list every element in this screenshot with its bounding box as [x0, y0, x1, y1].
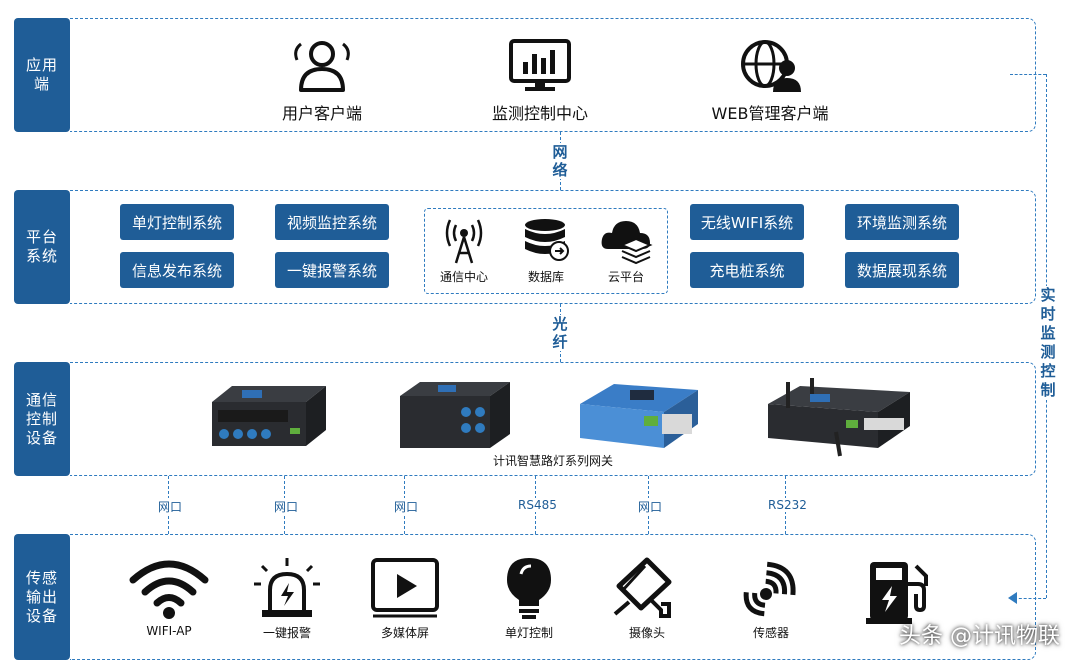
sensor-single-lamp: 单灯控制: [484, 556, 574, 641]
cloud-stack-icon: [601, 221, 653, 265]
wifi-icon: [129, 560, 209, 619]
system-wireless-wifi[interactable]: 无线WIFI系统: [690, 204, 804, 240]
center-database: 数据库: [511, 215, 581, 285]
system-data-display[interactable]: 数据展现系统: [845, 252, 959, 288]
sensor-sensor: 传感器: [726, 556, 816, 641]
system-charging-pile[interactable]: 充电桩系统: [690, 252, 804, 288]
center-comm-hub: 通信中心: [429, 215, 499, 285]
fiber-link-label: 光 纤: [551, 315, 569, 351]
sensing-layer: 传感 输出 设备 WIFI-AP 一键报警 多媒体屏: [14, 534, 1036, 660]
conn-label-4: RS485: [516, 498, 559, 512]
loop-arrow-icon: [1008, 592, 1017, 604]
loop-bottom-line: [1014, 598, 1046, 599]
net-link-label: 网 络: [551, 143, 569, 179]
platform-center-box: 通信中心 数据库 云平台: [424, 208, 668, 294]
gateway-device-2: [400, 382, 510, 448]
center-cloud-platform: 云平台: [591, 215, 661, 285]
system-info-publish[interactable]: 信息发布系统: [120, 252, 234, 288]
monitor-chart-icon: [509, 39, 571, 91]
system-video-monitor[interactable]: 视频监控系统: [275, 204, 389, 240]
comm-layer-label: 通信 控制 设备: [14, 362, 70, 476]
sensor-multimedia-screen: 多媒体屏: [360, 556, 450, 641]
conn-label-6: RS232: [766, 498, 809, 512]
conn-label-3: 网口: [392, 498, 421, 515]
platform-layer-label: 平台 系统: [14, 190, 70, 304]
center-item-label: 数据库: [527, 270, 564, 284]
app-layer-label: 应用 端: [14, 18, 70, 132]
center-item-label: 云平台: [607, 270, 644, 284]
system-one-key-alarm[interactable]: 一键报警系统: [275, 252, 389, 288]
app-item-user-client: 用户客户端: [242, 38, 402, 124]
platform-layer-box: [70, 190, 1036, 304]
conn-label-2: 网口: [272, 498, 301, 515]
sensor-one-key-alarm: 一键报警: [242, 556, 332, 641]
sensor-label: 传感器: [752, 626, 789, 640]
app-layer: 应用 端 用户客户端 监测控制中心 WEB管理客户: [14, 18, 1036, 132]
center-item-label: 通信中心: [439, 270, 488, 284]
conn-label-5: 网口: [636, 498, 665, 515]
media-screen-icon: [371, 558, 439, 618]
app-item-label: 用户客户端: [281, 104, 362, 123]
sensor-label: 一键报警: [262, 626, 311, 640]
sensing-layer-label: 传感 输出 设备: [14, 534, 70, 660]
app-item-label: 监测控制中心: [491, 104, 588, 123]
loop-top-line: [1010, 74, 1046, 75]
app-item-monitor-center: 监测控制中心: [460, 38, 620, 124]
source-watermark: 头条 @计讯物联: [899, 624, 1060, 649]
globe-user-icon: [741, 40, 801, 92]
sensor-label: 多媒体屏: [380, 626, 429, 640]
comm-layer: 通信 控制 设备 计讯智慧路灯系列网关: [14, 362, 1036, 476]
signal-sensor-icon: [743, 561, 796, 617]
sensor-label: 摄像头: [628, 626, 665, 640]
gateway-series-caption: 计讯智慧路灯系列网关: [492, 454, 613, 468]
system-single-lamp[interactable]: 单灯控制系统: [120, 204, 234, 240]
alarm-light-icon: [254, 558, 320, 617]
realtime-monitor-label: 实 时 监 测 控 制: [1038, 286, 1058, 400]
gateway-device-4: [768, 378, 910, 457]
sensor-label: 单灯控制: [504, 626, 553, 640]
sensor-label: WIFI-AP: [146, 624, 192, 638]
gateway-device-3: [580, 384, 698, 448]
system-environment-monitor[interactable]: 环境监测系统: [845, 204, 959, 240]
sensing-layer-box: [70, 534, 1036, 660]
users-icon: [294, 41, 350, 92]
app-item-label: WEB管理客户端: [711, 104, 829, 123]
charging-pile-icon: [866, 562, 928, 624]
app-layer-box: [70, 18, 1036, 132]
database-icon: [525, 219, 569, 261]
app-item-web-client: WEB管理客户端: [690, 38, 850, 124]
platform-layer: 平台 系统 单灯控制系统 视频监控系统 信息发布系统 一键报警系统 通信中心: [14, 190, 1036, 304]
light-bulb-icon: [507, 558, 551, 619]
comm-layer-box: [70, 362, 1036, 476]
gateway-device-1: [212, 386, 326, 446]
sensor-camera: 摄像头: [602, 556, 692, 641]
antenna-tower-icon: [445, 219, 483, 264]
conn-label-1: 网口: [156, 498, 185, 515]
sensor-wifi-ap: WIFI-AP: [124, 556, 214, 638]
camera-icon: [613, 557, 672, 618]
